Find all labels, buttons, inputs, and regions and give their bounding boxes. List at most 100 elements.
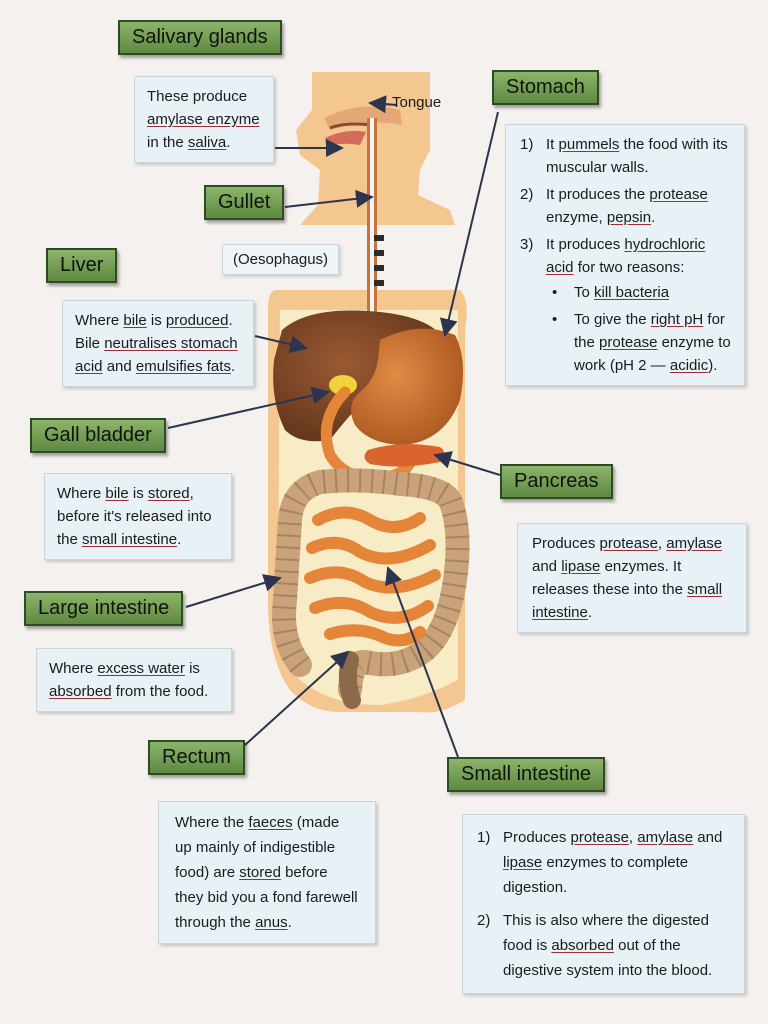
bullet: • [552,284,558,301]
small-intestine-label: Small intestine [447,757,606,792]
text: To give the [574,311,651,328]
text: , before it's released into the [57,485,212,548]
text: is [128,485,148,502]
absorbed-term: absorbed [551,937,614,954]
text: and [102,358,136,375]
salivary-glands-info: These produce amylase enzyme in the sali… [134,76,274,163]
text: enzymes. It releases these into the [532,558,688,598]
tongue-label: Tongue [392,94,442,111]
text: Where [49,660,98,677]
text: ). [708,357,718,374]
bullet: • [552,311,558,328]
hydrochloric-acid-term: hydrochloric acid [546,236,706,276]
text: It produces the [546,186,650,203]
produced-term: produced [165,312,229,329]
stomach-label: Stomach [492,70,599,105]
text: is [184,660,200,677]
salivary-glands-label: Salivary glands [118,20,282,55]
small-intestine-info: 1) Produces protease, amylase and lipase… [462,814,745,994]
pancreas-label: Pancreas [500,464,613,499]
rectum-organ [338,651,361,709]
text: and [532,558,562,575]
text: before they bid you a fond farewell thro… [175,864,358,931]
large-intestine-label: Large intestine [24,591,184,626]
amylase-term: amylase [637,829,694,846]
text: out of the digestive system into the blo… [503,937,713,979]
protease-term: protease [649,186,708,203]
salivary-line-1: These produce [147,88,248,105]
text: To [574,284,595,301]
faeces-term: faeces [248,814,293,831]
text: This is also where the digested food is [503,912,709,954]
text: . [230,358,236,375]
bile-term: bile [123,312,147,329]
text: the food with its muscular walls. [546,136,728,176]
text: enzyme to work (pH 2 — [574,334,731,374]
lipase-term: lipase [561,558,601,575]
rectum-label: Rectum [148,740,245,775]
emulsifies-fats-term: emulsifies fats [135,358,231,375]
gall-bladder-info: Where bile is stored, before it's releas… [44,473,232,560]
text: . [177,531,182,548]
stomach-point-3: 3) It produces hydrochloric acid for two… [520,233,732,279]
right-ph-term: right pH [650,311,704,328]
saliva-term: saliva [187,134,227,151]
text: . [651,209,656,226]
stored-term: stored [239,864,281,881]
large-intestine-organ [272,468,470,702]
point-number: 2) [520,186,534,203]
pepsin-term: pepsin [606,209,652,226]
stored-term: stored [147,485,190,502]
pancreas-organ [364,444,444,467]
small-intestine-organ [304,506,441,647]
neutralises-stomach-acid-term: neutralises stomach acid [75,335,238,375]
stomach-bullet-1: • To kill bacteria [520,281,732,304]
small-intestine-term: small intestine [82,531,178,548]
protease-term: protease [570,829,629,846]
text: and [693,829,723,846]
small-intestine-point-2: 2) This is also where the digested food … [477,908,730,983]
amylase-term: amylase [666,535,723,552]
point-number: 2) [477,912,491,929]
small-intestine-term: small intestine [532,581,723,621]
text: , [628,829,638,846]
stomach-point-2: 2) It produces the protease enzyme, peps… [520,183,732,229]
text: Where [57,485,106,502]
text: for two reasons: [573,259,685,276]
text: enzymes to complete digestion. [503,854,689,896]
bile-term: bile [105,485,129,502]
liver-info: Where bile is produced. Bile neutralises… [62,300,254,387]
anus-term: anus [255,914,288,931]
amylase-enzyme-term: amylase enzyme [147,111,260,128]
liver-label: Liver [46,248,118,283]
oesophagus-label: (Oesophagus) [222,244,340,275]
protease-term: protease [599,535,658,552]
text: from the food. [111,683,209,700]
point-number: 1) [477,829,491,846]
rectum-info: Where the faeces (made up mainly of indi… [158,801,376,944]
stomach-point-1: 1) It pummels the food with its muscular… [520,133,732,179]
text: . [587,604,593,621]
text: is [146,312,166,329]
text: Produces [503,829,571,846]
gullet-label: Gullet [204,185,285,220]
text: (made up mainly of indigestible food) ar… [175,814,340,881]
acidic-term: acidic [669,357,709,374]
pointer-lines [167,95,501,758]
point-number: 1) [520,136,534,153]
absorbed-term: absorbed [49,683,112,700]
gall-bladder-label: Gall bladder [30,418,166,453]
stomach-bullet-2: • To give the right pH for the protease … [520,308,732,377]
text: for the [574,311,725,351]
pummels-term: pummels [558,136,620,153]
text: , [657,535,667,552]
lipase-term: lipase [503,854,543,871]
point-number: 3) [520,236,534,253]
large-intestine-info: Where excess water is absorbed from the … [36,648,232,712]
text: Where [75,312,124,329]
text: . [287,914,292,931]
salivary-period: . [226,134,231,151]
kill-bacteria-term: kill bacteria [594,284,670,301]
